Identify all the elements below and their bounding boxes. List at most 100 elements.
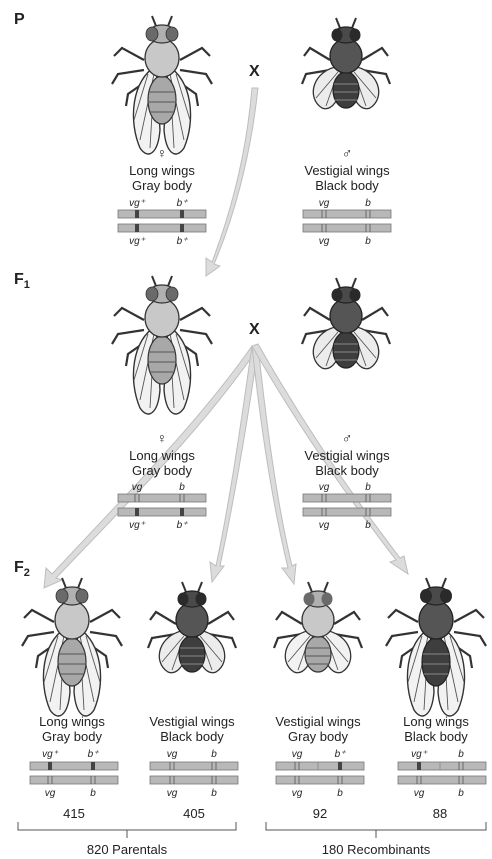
p-female-top-allele-b: b⁺ (177, 198, 189, 209)
f1-male-fly-icon (302, 278, 390, 369)
f2-3-top-allele-b: b (458, 749, 464, 760)
f1-female-chromosome-bottom (118, 508, 206, 516)
p-female-label-2: Gray body (132, 178, 192, 193)
f2-2-label-2: Gray body (288, 729, 348, 744)
f1-male-label-2: Black body (315, 463, 379, 478)
f2-0-chromosome-bottom (30, 776, 118, 784)
f1-male-top-allele-vg: vg (319, 482, 330, 493)
f2-0-count: 415 (63, 806, 85, 821)
p-male-symbol: ♂ (342, 145, 353, 161)
f2-0-bottom-allele-b: b (90, 788, 96, 799)
p-female-fly-icon (112, 16, 212, 154)
f1-male-bottom-allele-b: b (365, 520, 371, 531)
p-male-fly-icon (302, 18, 390, 109)
p-male-bottom-allele-vg: vg (319, 236, 330, 247)
f2-2-bottom-allele-b: b (337, 788, 343, 799)
parentals-bracket (18, 822, 236, 838)
f1-male-bottom-allele-vg: vg (319, 520, 330, 531)
f2-2-chromosome-bottom (276, 776, 364, 784)
f1-female-chromosome-top (118, 494, 206, 502)
f2-1-label-1: Vestigial wings (149, 714, 235, 729)
f1-female-bottom-allele-vg: vg⁺ (129, 520, 146, 531)
generation-f2-label: F2 (14, 559, 30, 579)
f1-female-bottom-allele-b: b⁺ (177, 520, 189, 531)
f1-female-band (180, 508, 184, 516)
f1-male-label-1: Vestigial wings (304, 448, 390, 463)
cross-symbol-p: X (249, 63, 260, 80)
f2-2-bottom-allele-vg: vg (292, 788, 303, 799)
arrow-p-to-f1 (206, 88, 258, 276)
f2-1-top-allele-vg: vg (167, 749, 178, 760)
p-female-chromosome-top (118, 210, 206, 218)
f2-2-label-1: Vestigial wings (275, 714, 361, 729)
p-female-chromosome-bottom (118, 224, 206, 232)
p-female-label-1: Long wings (129, 163, 195, 178)
f1-female-symbol: ♀ (157, 430, 168, 446)
f1-male-symbol: ♂ (342, 430, 353, 446)
f2-2-top-allele-b: b⁺ (335, 749, 347, 760)
f1-female-top-allele-b: b (179, 482, 185, 493)
f2-2-top-allele-vg: vg (292, 749, 303, 760)
f1-male-top-allele-b: b (365, 482, 371, 493)
f2-1-chromosome-bottom (150, 776, 238, 784)
p-male-chromosome-bottom (303, 224, 391, 232)
p-male-label-2: Black body (315, 178, 379, 193)
p-female-band (180, 210, 184, 218)
f2-3-count: 88 (433, 806, 447, 821)
p-male-top-allele-vg: vg (319, 198, 330, 209)
f2-0-chromosome-top (30, 762, 118, 770)
recombinants-bracket (266, 822, 486, 838)
generation-p-label: P (14, 11, 25, 28)
f2-3-label-1: Long wings (403, 714, 469, 729)
f1-male-chromosome-bottom (303, 508, 391, 516)
f1-female-label-1: Long wings (129, 448, 195, 463)
f2-1-label-2: Black body (160, 729, 224, 744)
p-female-top-allele-vg: vg⁺ (129, 198, 146, 209)
f2-3-chromosome-top (398, 762, 486, 770)
f2-3-top-allele-vg: vg⁺ (411, 749, 428, 760)
p-female-symbol: ♀ (157, 145, 168, 161)
f2-1-bottom-allele-vg: vg (167, 788, 178, 799)
f2-0-band (91, 762, 95, 770)
f2-2-band (338, 762, 342, 770)
p-female-bottom-allele-vg: vg⁺ (129, 236, 146, 247)
p-female-bottom-allele-b: b⁺ (177, 236, 189, 247)
f2-3-label-2: Black body (404, 729, 468, 744)
f1-female-band (135, 508, 139, 516)
p-male-bottom-allele-b: b (365, 236, 371, 247)
p-female-band (135, 210, 139, 218)
f2-long-black-fly-icon (386, 578, 486, 716)
f2-0-top-allele-vg: vg⁺ (42, 749, 59, 760)
f1-female-top-allele-vg: vg (132, 482, 143, 493)
f2-vestigial-black-fly-icon (148, 582, 236, 673)
f2-1-count: 405 (183, 806, 205, 821)
p-male-chromosome-top (303, 210, 391, 218)
f1-male-chromosome-top (303, 494, 391, 502)
f2-3-bottom-allele-b: b (458, 788, 464, 799)
f2-3-bottom-allele-vg: vg (414, 788, 425, 799)
f2-long-gray-fly-icon (22, 578, 122, 716)
f2-3-chromosome-bottom (398, 776, 486, 784)
f2-2-count: 92 (313, 806, 327, 821)
f1-female-fly-icon (112, 276, 212, 414)
p-female-band (135, 224, 139, 232)
f2-0-label-1: Long wings (39, 714, 105, 729)
f2-vestigial-gray-fly-icon (274, 582, 362, 673)
f2-1-chromosome-top (150, 762, 238, 770)
f1-female-label-2: Gray body (132, 463, 192, 478)
f2-0-bottom-allele-vg: vg (45, 788, 56, 799)
f2-2-chromosome-top (276, 762, 364, 770)
f2-0-label-2: Gray body (42, 729, 102, 744)
p-male-top-allele-b: b (365, 198, 371, 209)
generation-f1-label: F1 (14, 271, 30, 291)
p-female-band (180, 224, 184, 232)
cross-symbol-f1: X (249, 321, 260, 338)
recombinants-total: 180 Recombinants (322, 842, 431, 857)
f2-1-top-allele-b: b (211, 749, 217, 760)
f2-3-band (417, 762, 421, 770)
parentals-total: 820 Parentals (87, 842, 168, 857)
f2-0-top-allele-b: b⁺ (88, 749, 100, 760)
f2-0-band (48, 762, 52, 770)
